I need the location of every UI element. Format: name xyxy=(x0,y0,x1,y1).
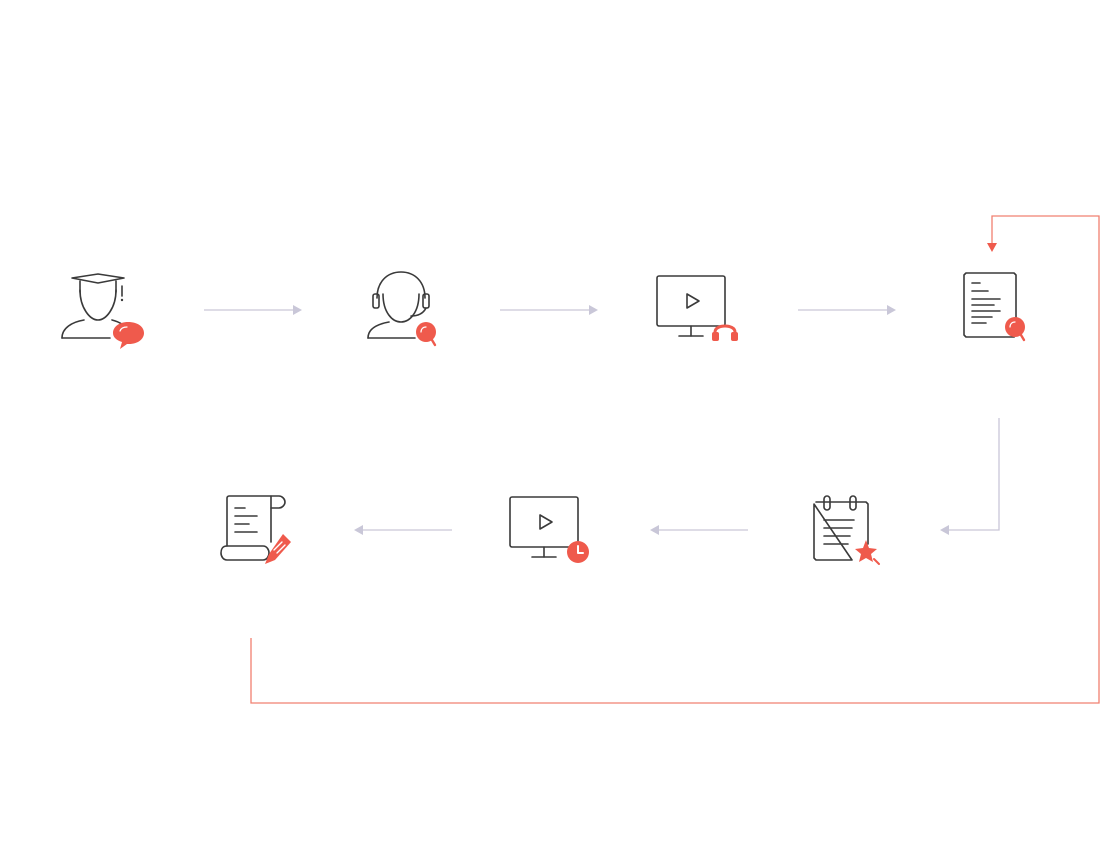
graduate-chat-icon xyxy=(61,273,144,349)
step-monitor-clock xyxy=(509,496,589,563)
step-scroll-pen xyxy=(220,495,291,564)
monitor-play-headphones-icon xyxy=(656,275,738,341)
arrow-step1-to-step2 xyxy=(204,305,302,315)
elbow-arrow-step4-to-step5 xyxy=(940,418,1000,535)
document-search-icon xyxy=(963,272,1026,342)
arrow-step2-to-step3 xyxy=(500,305,598,315)
loop-arrow-step7-to-step4 xyxy=(250,215,1100,704)
step-monitor-headphones xyxy=(656,275,738,341)
arrow-step5-to-step6 xyxy=(650,525,748,535)
connectors xyxy=(204,215,1100,704)
scroll-pen-icon xyxy=(220,495,291,564)
support-agent-search-icon xyxy=(367,271,437,347)
notepad-star-icon xyxy=(813,495,880,565)
arrow-step3-to-step4 xyxy=(798,305,896,315)
monitor-play-clock-icon xyxy=(509,496,589,563)
arrow-step6-to-step7 xyxy=(354,525,452,535)
step-graduate-chat xyxy=(61,273,144,349)
step-support-agent xyxy=(367,271,437,347)
step-notepad-star xyxy=(813,495,880,565)
step-document-search xyxy=(963,272,1026,342)
